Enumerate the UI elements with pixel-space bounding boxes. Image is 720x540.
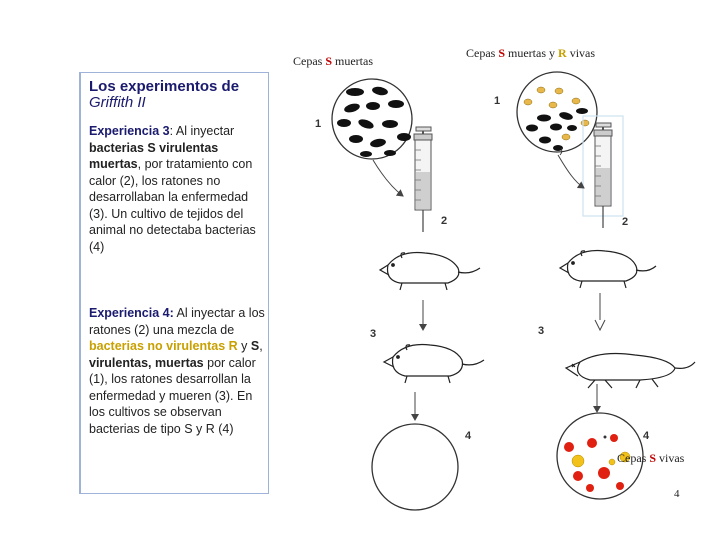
panel-title: Los experimentos de Griffith II [89,79,264,111]
step-number-left-1: 1 [315,118,322,130]
petri-dish-dead-s-bacteria [331,78,413,160]
step-number-left-4: 4 [465,430,472,442]
experiment-4-text-2: y [237,339,251,353]
label-right-mid: muertas y [505,46,559,60]
label-live-pre: Cepas [617,451,650,465]
experiment-3-bold: bacterias S virulentas muertas [89,140,219,172]
label-live-post: vivas [656,451,685,465]
experiment-4-bold-s: S [250,339,260,353]
step-number-left-3: 3 [370,328,377,340]
mouse-healthy-right [558,249,657,289]
experiment-4-gold: bacterias no virulentas R [89,339,238,353]
experiment-3-text-2: , por tratamiento con calor (2), los rat… [89,157,256,254]
step-number-right-1: 1 [494,95,501,107]
label-live-s-bacteria: Cepas S vivas [617,451,684,466]
label-right-pre: Cepas [466,46,499,60]
arrowhead-mouse-right-1 [594,319,606,332]
label-left-column: Cepas S muertas [293,54,373,69]
mouse-healthy-left [378,251,481,291]
step-number-right-2: 2 [622,216,629,228]
arrow-dish-to-syringe-right [557,154,585,189]
experiment-3-text-1: : Al inyectar [169,124,235,138]
mouse-dead-right [564,352,696,389]
syringe-left [413,126,433,232]
experiment-4-text-3: , [259,339,263,353]
arrow-dish-to-syringe-left [372,159,404,197]
page-number: 4 [674,488,680,500]
label-right-letter-r: R [558,46,567,60]
label-live-letter: S [649,451,657,465]
petri-dish-empty-culture [371,423,459,511]
experiment-4-heading: Experiencia 4: [89,306,174,320]
label-left-pre: Cepas [293,54,326,68]
experiment-4-text: Experiencia 4: Al inyectar a los ratones… [89,305,265,437]
step-number-left-2: 2 [441,215,448,227]
panel-title-main: Los experimentos de [89,78,240,95]
label-right-letter-s: S [498,46,506,60]
step-number-right-4: 4 [643,430,650,442]
mouse-alive-left [382,343,485,384]
experiment-3-text: Experiencia 3: Al inyectar bacterias S v… [89,123,265,255]
experiment-3-heading: Experiencia 3 [89,124,170,138]
panel-title-sub: Griffith II [89,94,146,111]
label-right-post: vivas [566,46,596,60]
explanation-panel: Los experimentos de Griffith II Experien… [79,72,269,494]
label-left-post: muertas [332,54,374,68]
experiment-4-text-4: por calor (1), los ratones desarrollan l… [89,355,256,436]
experiment-4-text-1: Al inyectar a los ratones (2) una mezcla… [89,306,265,337]
petri-dish-live-s-r-bacteria [556,412,644,500]
experiment-4-bold: virulentas, muertas [89,355,204,370]
label-right-column: Cepas S muertas y R vivas [466,46,595,61]
syringe-right [593,122,613,228]
petri-dish-mixed-bacteria [516,71,598,153]
step-number-right-3: 3 [538,325,545,337]
label-left-letter: S [325,54,333,68]
